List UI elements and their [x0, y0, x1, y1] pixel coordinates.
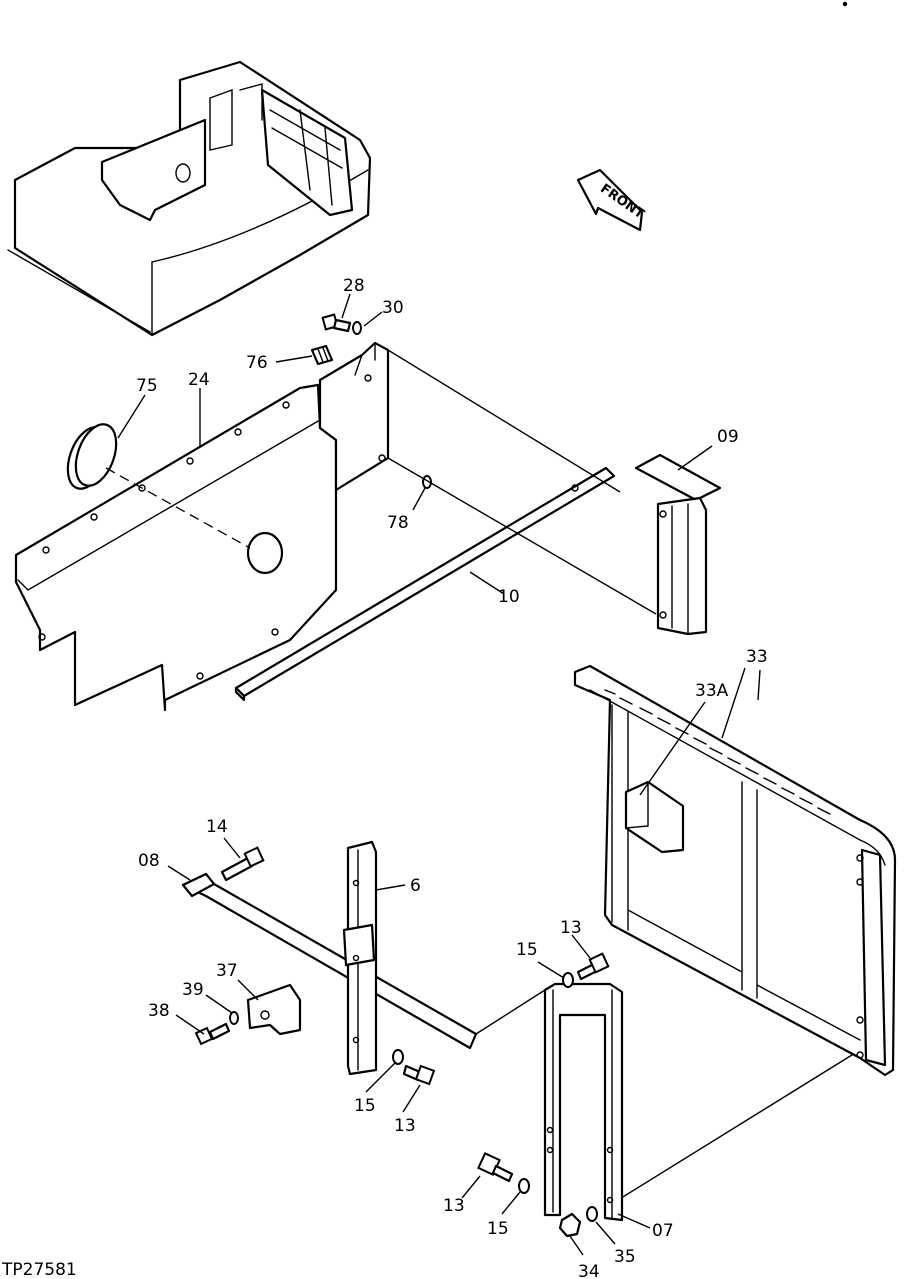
fastener-15-washer-b	[562, 972, 574, 988]
machine-body-housing	[7, 60, 372, 337]
part-37-clip	[246, 983, 302, 1036]
callout-leader-lines	[117, 293, 761, 1256]
fastener-38-bolt	[194, 1022, 231, 1046]
fastener-35-washer	[586, 1206, 598, 1222]
stray-dot	[842, 1, 848, 7]
part-33-guard-frame	[573, 664, 897, 1077]
callout-33A: 33A	[695, 681, 729, 701]
callout-09: 09	[717, 427, 739, 447]
fastener-76-nut	[310, 344, 334, 366]
callout-07: 07	[652, 1221, 674, 1241]
callout-15-a: 15	[354, 1096, 376, 1116]
part-09-upright-post	[634, 453, 722, 636]
callout-15-b: 15	[516, 940, 538, 960]
callout-75: 75	[136, 376, 158, 396]
callout-14: 14	[206, 817, 228, 837]
callout-13-c: 13	[443, 1196, 465, 1216]
part-75-round-cover	[66, 423, 118, 490]
callout-39: 39	[182, 980, 204, 1000]
fastener-39-washer	[229, 1011, 239, 1025]
part-24-side-panel	[14, 383, 338, 712]
callout-35: 35	[614, 1247, 636, 1267]
callout-78: 78	[387, 513, 409, 533]
callout-numbers: 75 24 28 30 76 78 09 10 33 33A 14 08 6 3…	[136, 276, 768, 1279]
callout-28: 28	[343, 276, 365, 296]
callout-10: 10	[498, 587, 520, 607]
part-07-u-bracket	[543, 982, 624, 1222]
part-08-crossbar	[181, 872, 478, 1050]
part-33A-pad	[624, 780, 685, 854]
callout-30: 30	[382, 298, 404, 318]
drawing-id: TP27581	[1, 1260, 77, 1279]
fastener-13-bolt-c	[477, 1152, 514, 1183]
fastener-13-bolt-a	[402, 1064, 436, 1086]
callout-37: 37	[216, 961, 238, 981]
callout-33: 33	[746, 647, 768, 667]
fastener-30-washer	[352, 321, 362, 335]
front-direction-arrow: FRONT	[576, 168, 647, 232]
part-6-vertical-channel	[342, 840, 378, 1076]
callout-34: 34	[578, 1262, 600, 1279]
callout-13-b: 13	[560, 918, 582, 938]
callout-76: 76	[246, 353, 268, 373]
callout-6: 6	[410, 876, 421, 896]
fastener-14-bolt	[220, 846, 265, 882]
callout-08: 08	[138, 851, 160, 871]
leader-75-to-hole	[105, 467, 251, 549]
part-10-long-bar	[234, 466, 616, 702]
part-33-slots	[604, 689, 831, 815]
callout-38: 38	[148, 1001, 170, 1021]
assembly-guide-lines	[387, 349, 861, 1201]
fastener-13-bolt-b	[576, 952, 610, 981]
fastener-15-washer-a	[392, 1049, 404, 1065]
callout-13-a: 13	[394, 1116, 416, 1136]
fastener-34-nut	[558, 1212, 582, 1238]
fastener-28-bolt	[321, 313, 352, 333]
callout-15-c: 15	[487, 1219, 509, 1239]
fastener-15-washer-c	[518, 1178, 530, 1194]
callout-24: 24	[188, 370, 210, 390]
